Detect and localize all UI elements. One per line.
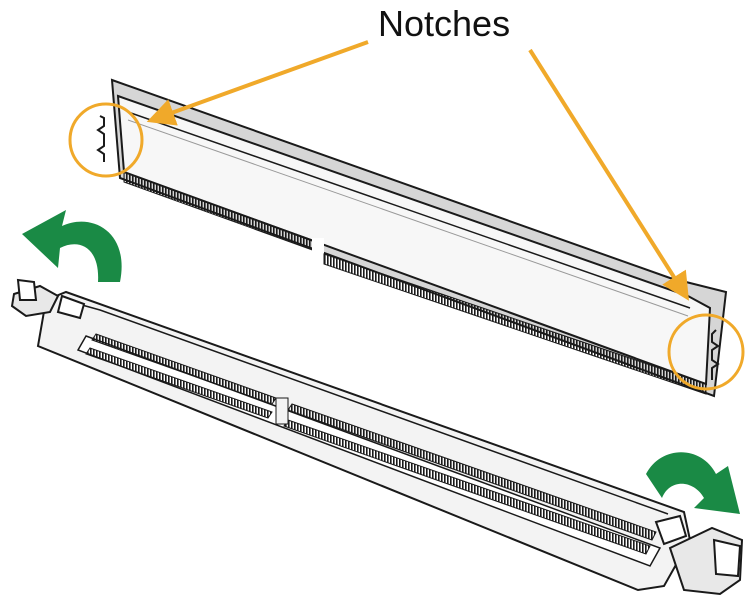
slot-contacts-right [287, 403, 657, 541]
module-pins-right [323, 253, 707, 395]
module-right-notch [711, 329, 720, 380]
slot-contacts-left [91, 333, 277, 405]
right-open-arrow [646, 452, 740, 514]
module-left-notch [96, 115, 105, 162]
right-notch-circle [667, 313, 745, 391]
left-callout-arrow [146, 40, 369, 126]
right-latch-tab [712, 538, 742, 578]
left-latch-tab [16, 278, 38, 301]
notch-callouts: Notches [68, 3, 745, 391]
right-latch-hinge [654, 514, 688, 546]
memory-module [96, 78, 728, 398]
notches-label: Notches [378, 3, 510, 44]
module-rail [127, 111, 691, 309]
right-latch[interactable] [654, 514, 744, 596]
left-latch[interactable] [10, 278, 86, 320]
left-latch-hinge [56, 294, 86, 320]
dimm-slot [10, 278, 744, 596]
module-rail-shadow [127, 119, 689, 317]
slot-key [275, 397, 289, 425]
curved-arrow-icon [646, 452, 740, 514]
slot-contacts-lower [85, 347, 273, 419]
curved-arrow-icon [22, 210, 122, 282]
left-open-arrow [22, 210, 122, 282]
right-callout-arrow [528, 48, 689, 301]
module-key-notch [312, 238, 324, 256]
left-notch-circle [68, 102, 144, 178]
